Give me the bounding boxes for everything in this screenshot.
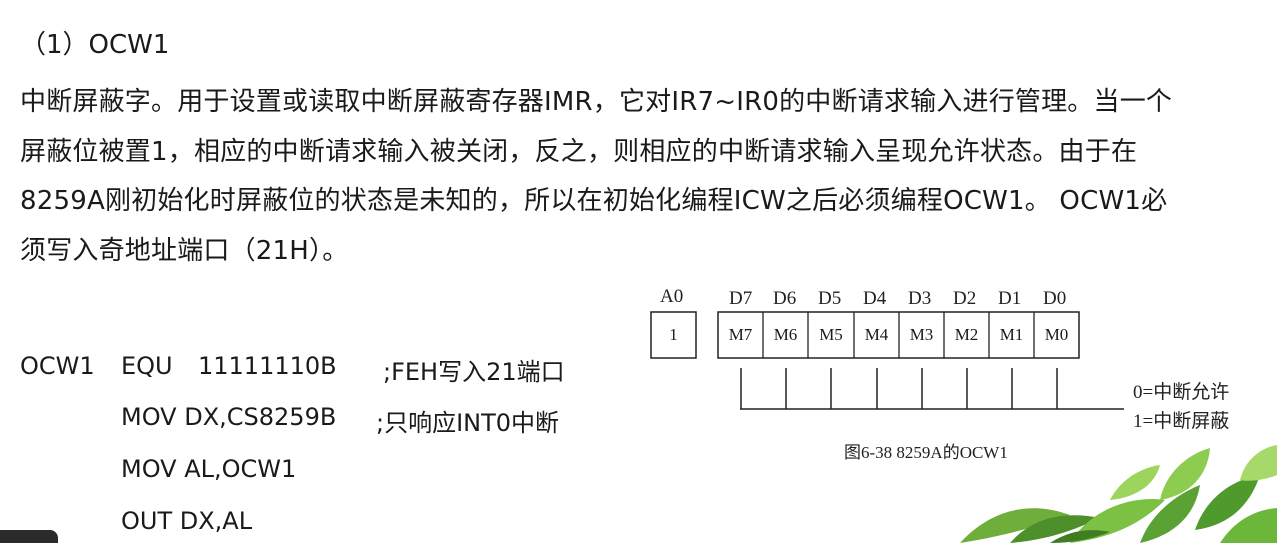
paragraph-line: 须写入奇地址端口（21H）。 <box>20 235 349 266</box>
bit-label: D1 <box>998 288 1022 309</box>
code-op: EQU <box>121 352 173 380</box>
mask-cell: M4 <box>864 325 889 344</box>
code-label: OCW1 <box>20 352 95 380</box>
a0-value: 1 <box>669 325 678 344</box>
mask-cell: M2 <box>954 325 979 344</box>
legend-mask: 1=中断屏蔽 <box>1133 411 1230 432</box>
corner-tab <box>0 530 58 543</box>
paragraph-line: 8259A刚初始化时屏蔽位的状态是未知的，所以在初始化编程ICW之后必须编程OC… <box>20 186 1168 216</box>
mask-cell: M7 <box>728 325 753 344</box>
code-line: OUT DX,AL <box>121 507 253 535</box>
bit-label: D0 <box>1043 288 1067 309</box>
mask-cell: M3 <box>909 325 934 344</box>
code-operand: 11111110B <box>198 352 337 380</box>
code-line: MOV DX,CS8259B <box>121 403 337 431</box>
bit-label: D7 <box>729 288 753 309</box>
mask-cell: M6 <box>773 325 798 344</box>
paragraph-line: 屏蔽位被置1，相应的中断请求输入被关闭，反之，则相应的中断请求输入呈现允许状态。… <box>20 136 1138 167</box>
a0-label: A0 <box>660 286 684 307</box>
mask-cell: M1 <box>999 325 1024 344</box>
leaves-decoration <box>960 445 1277 543</box>
paragraph-line: 中断屏蔽字。用于设置或读取中断屏蔽寄存器IMR，它对IR7~IR0的中断请求输入… <box>20 87 1173 117</box>
mask-cell: M5 <box>819 325 843 344</box>
legend-allow: 0=中断允许 <box>1133 382 1230 403</box>
bit-label: D5 <box>818 288 842 309</box>
bit-label: D3 <box>908 288 932 309</box>
bit-label: D2 <box>953 288 977 309</box>
figure-caption: 图6-38 8259A的OCW1 <box>844 443 1008 462</box>
code-comment: ;只响应INT0中断 <box>376 409 560 437</box>
bit-label: D4 <box>863 288 887 309</box>
mask-cell: M0 <box>1044 325 1069 344</box>
bit-label: D6 <box>773 288 797 309</box>
heading: （1）OCW1 <box>20 30 170 60</box>
paragraph: 中断屏蔽字。用于设置或读取中断屏蔽寄存器IMR，它对IR7~IR0的中断请求输入… <box>20 78 1260 276</box>
code-line: MOV AL,OCW1 <box>121 455 297 483</box>
code-comment: ;FEH写入21端口 <box>383 358 565 386</box>
